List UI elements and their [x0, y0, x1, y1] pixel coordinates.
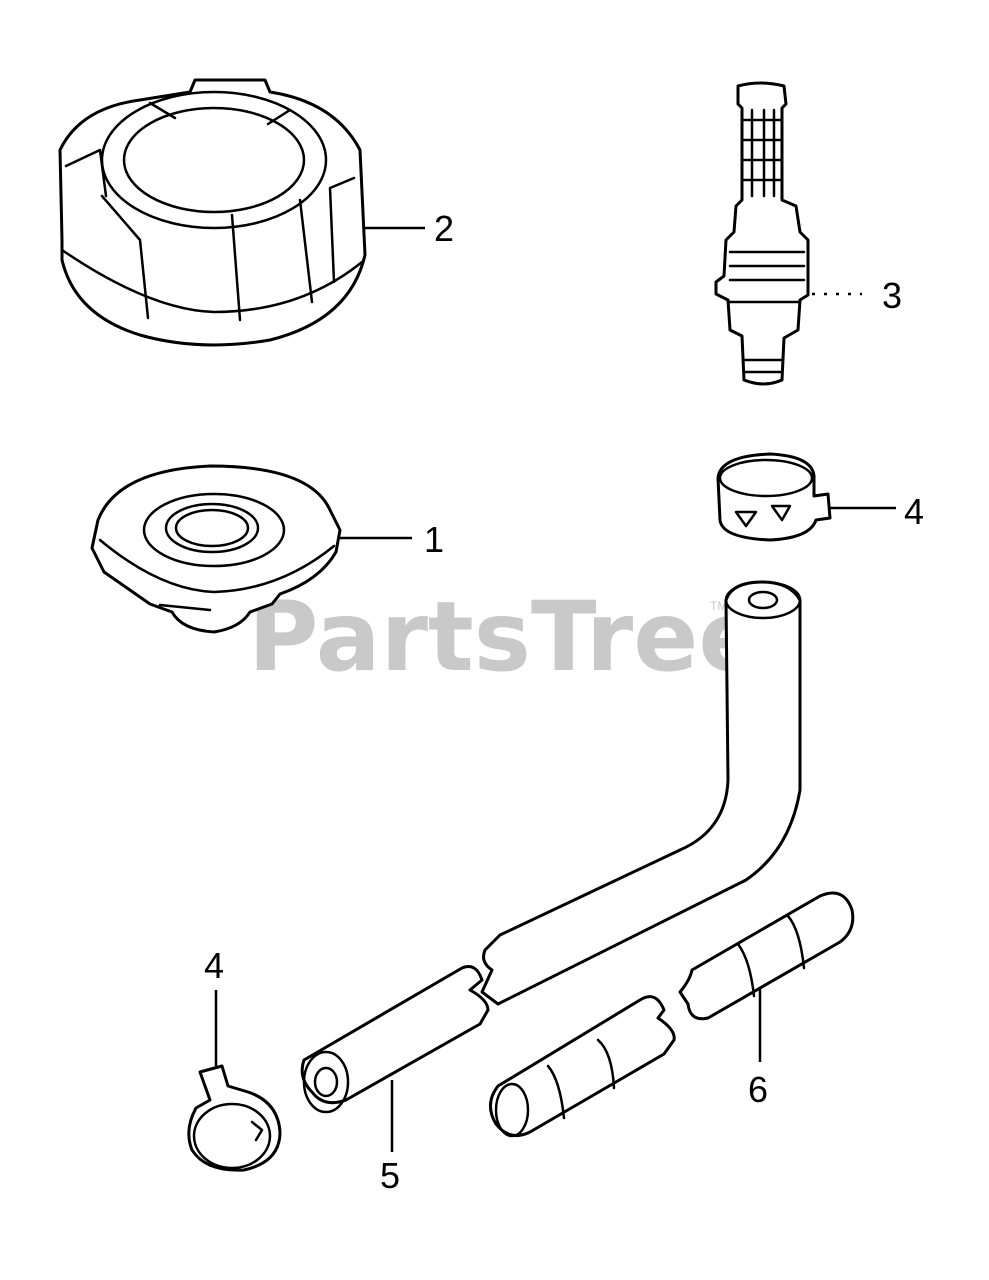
callout-protector-tube: 6 [748, 1069, 768, 1110]
part-fuel-strainer[interactable] [714, 81, 810, 386]
callout-clamp-upper: 4 [904, 491, 924, 532]
part-clamp-upper[interactable] [716, 452, 832, 542]
part-tank-flange[interactable] [90, 464, 342, 634]
part-protector-tube[interactable] [489, 891, 855, 1138]
callout-clamp-lower: 4 [204, 945, 224, 986]
callout-hose: 5 [380, 1155, 400, 1196]
callout-tank-flange: 1 [424, 519, 444, 560]
callout-fuel-strainer: 3 [882, 275, 902, 316]
watermark-logo: PartsTree [248, 581, 763, 693]
watermark-trademark: TM [710, 599, 727, 613]
part-hose[interactable] [300, 580, 802, 1114]
part-fuel-cap[interactable] [58, 78, 367, 347]
callout-fuel-cap: 2 [434, 208, 454, 249]
part-clamp-lower[interactable] [187, 1064, 282, 1172]
